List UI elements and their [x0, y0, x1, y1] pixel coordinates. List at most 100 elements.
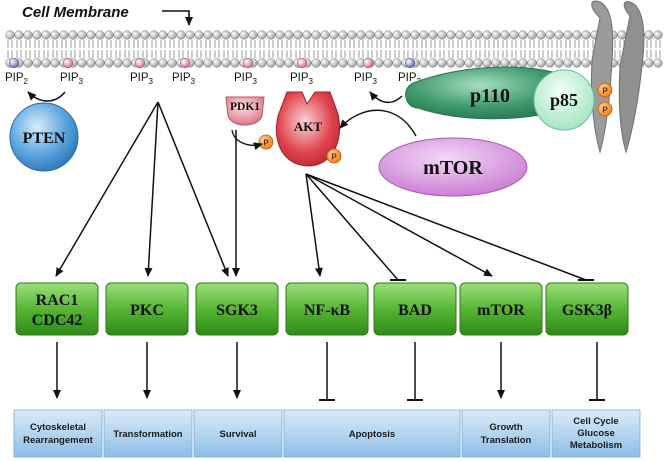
lipid-head: [158, 58, 168, 68]
lipid-head: [167, 58, 177, 68]
lipid-head: [50, 30, 60, 40]
target-pkc: PKC: [105, 282, 189, 336]
lipid-head: [266, 30, 276, 40]
lipid-head: [86, 30, 96, 40]
outcome-cell-cycle: Cell Cycle Glucose Metabolism: [551, 409, 641, 458]
lipid-head: [563, 58, 573, 68]
cell-membrane-pointer-arrow: [162, 10, 193, 26]
lipid-head: [212, 30, 222, 40]
lipid-head: [374, 30, 384, 40]
lipid-head: [311, 30, 321, 40]
lipid-head: [644, 30, 654, 40]
lipid-head: [221, 30, 231, 40]
lipid-head: [50, 58, 60, 68]
lipid-head: [302, 30, 312, 40]
lipid-head: [122, 58, 132, 68]
lipid-head: [248, 30, 258, 40]
outcome-label: Translation: [481, 435, 532, 446]
lipid-head: [338, 30, 348, 40]
p110-label: p110: [470, 85, 510, 107]
lipid-head: [464, 58, 474, 68]
outcome-label: Rearrangement: [23, 435, 94, 446]
lipid-head: [311, 58, 321, 68]
pip3-head: [62, 57, 74, 69]
lipid-head: [509, 58, 519, 68]
pip2-head: [404, 57, 416, 69]
lipid-head: [509, 30, 519, 40]
lipid-head: [491, 30, 501, 40]
outcome-apoptosis: Apoptosis: [283, 409, 461, 458]
akt-to-nfkb-arrow: [305, 173, 323, 277]
pip3-head: [296, 57, 308, 69]
lipid-head: [401, 30, 411, 40]
lipid-head: [122, 30, 132, 40]
lipid-head: [572, 30, 582, 40]
akt-to-mtor-arrow: [305, 173, 493, 277]
lipid-head: [320, 58, 330, 68]
pip2-label: PIP2: [5, 72, 29, 86]
lipid-head: [455, 58, 465, 68]
lipid-head: [338, 58, 348, 68]
pdk1-label: PDK1: [230, 101, 260, 113]
lipid-head: [446, 58, 456, 68]
target-sgk3: SGK3: [195, 282, 279, 336]
lipid-head: [320, 30, 330, 40]
lipid-head: [581, 30, 591, 40]
akt-to-gsk3b-inhibition: [305, 173, 587, 281]
target-rac1-cdc42: RAC1 CDC42: [15, 282, 99, 336]
pten-protein: PTEN: [9, 102, 79, 172]
lipid-head: [167, 30, 177, 40]
lipid-head: [68, 30, 78, 40]
lipid-head: [284, 30, 294, 40]
lipid-head: [158, 30, 168, 40]
outcome-label: Survival: [220, 429, 257, 440]
lipid-head: [230, 30, 240, 40]
lipid-head: [230, 58, 240, 68]
lipid-head: [653, 30, 663, 40]
lipid-head: [410, 30, 420, 40]
lipid-head: [113, 30, 123, 40]
pip3-label: PIP3: [234, 72, 258, 86]
phosphate-label: P: [602, 87, 608, 96]
lipid-head: [518, 30, 528, 40]
lipid-head: [59, 30, 69, 40]
pi3k-conversion-arrow: [369, 91, 403, 104]
target-label: GSK3β: [562, 302, 612, 319]
lipid-head: [428, 30, 438, 40]
target-nfkb: NF-κB: [285, 282, 369, 336]
lipid-head: [500, 30, 510, 40]
lipid-head: [419, 30, 429, 40]
target-label: CDC42: [32, 312, 83, 329]
outcome-label: Metabolism: [570, 440, 622, 451]
akt-protein: AKT: [276, 91, 340, 167]
target-label: mTOR: [477, 302, 525, 319]
lipid-head: [392, 30, 402, 40]
lipid-head: [527, 58, 537, 68]
lipid-head: [500, 58, 510, 68]
lipid-head: [383, 30, 393, 40]
pip3-label: PIP3: [60, 72, 84, 86]
outcome-growth-translation: Growth Translation: [461, 409, 551, 458]
lipid-head: [527, 30, 537, 40]
target-row: RAC1 CDC42 PKC SGK3 NF-κB BAD mTOR GSK3β: [15, 282, 629, 336]
pip3-head: [362, 57, 374, 69]
pten-conversion-arrow: [27, 91, 66, 102]
outcome-label: Cytoskeletal: [30, 422, 86, 433]
pip3-label: PIP3: [172, 72, 196, 86]
lipid-head: [284, 58, 294, 68]
lipid-head: [95, 58, 105, 68]
lipid-head: [473, 58, 483, 68]
lipid-head: [464, 30, 474, 40]
lipid-head: [32, 58, 42, 68]
lipid-head: [203, 58, 213, 68]
lipid-head: [455, 30, 465, 40]
lipid-head: [581, 58, 591, 68]
lipid-labels: PIP2 PIP3 PIP3 PIP3 PIP3 PIP3 PIP3 PIP2: [5, 72, 422, 86]
outcome-survival: Survival: [193, 409, 283, 458]
lipid-head: [257, 30, 267, 40]
lipid-head: [14, 30, 24, 40]
lipid-head: [293, 30, 303, 40]
lipid-head: [518, 58, 528, 68]
lipid-head: [437, 30, 447, 40]
lipid-head: [23, 30, 33, 40]
